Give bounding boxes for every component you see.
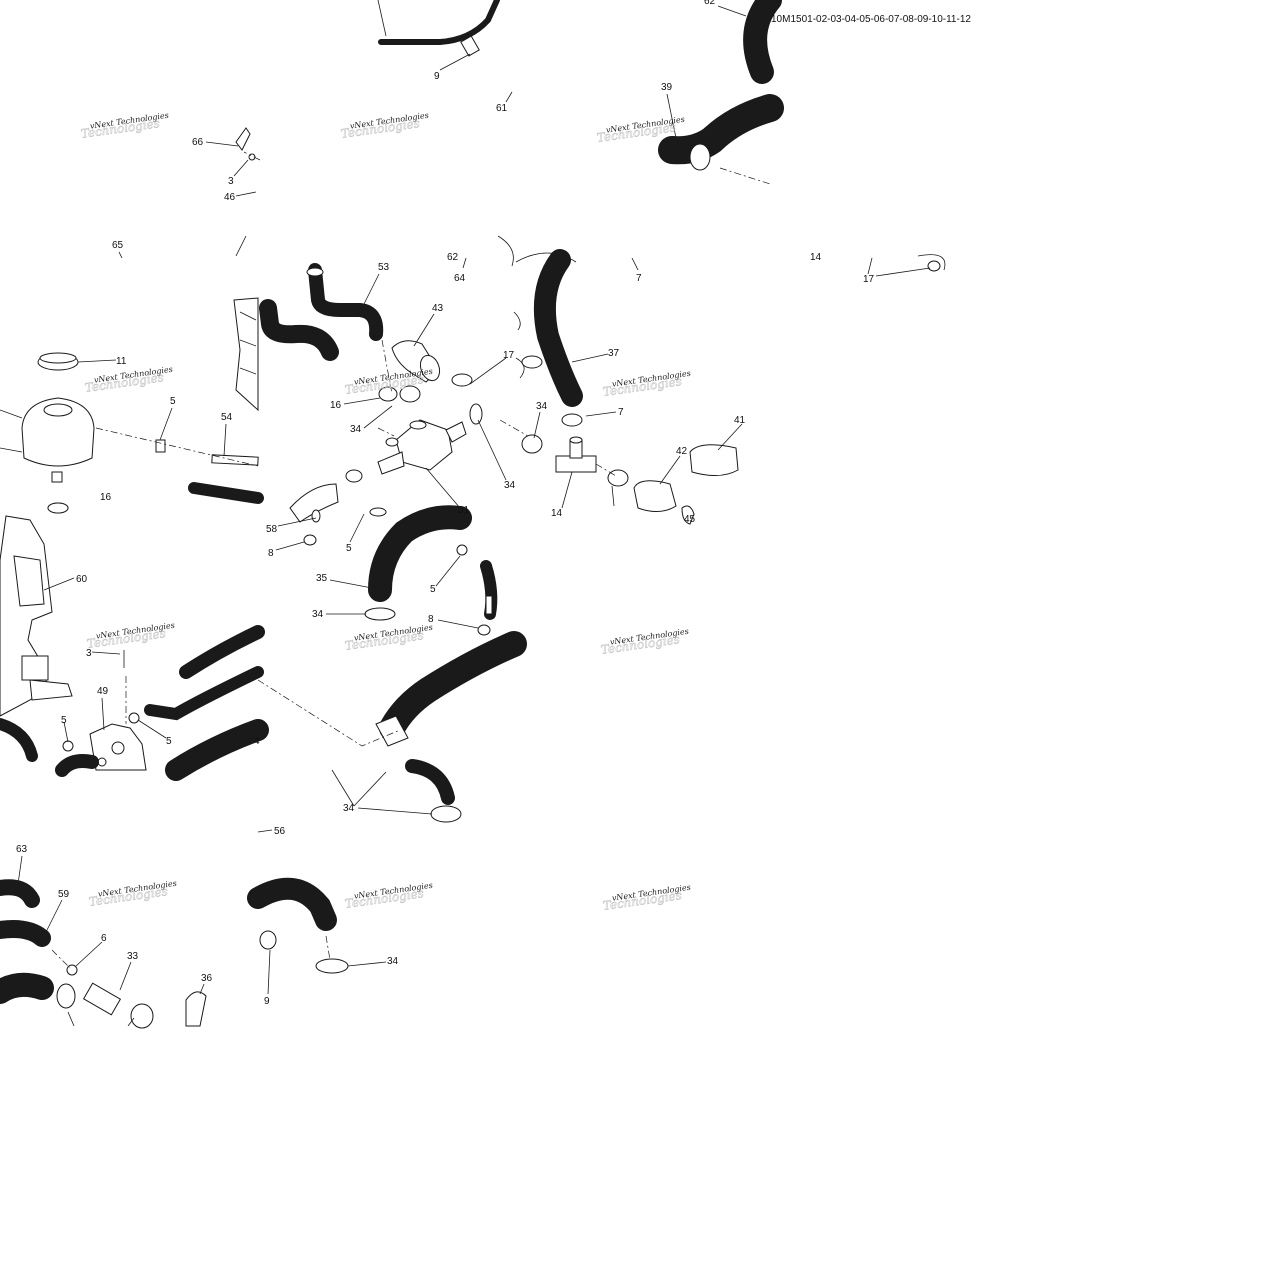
watermark: Technologies vNext Technologies — [600, 627, 690, 658]
callout-label: 36 — [201, 973, 213, 984]
watermark: Technologies vNext Technologies — [344, 623, 434, 654]
callout-label: 66 — [192, 137, 204, 148]
callout-label: 4 — [254, 736, 260, 747]
callout-label: 6 — [101, 933, 107, 944]
callout-label: 62 — [447, 252, 459, 263]
callout-label: 45 — [684, 514, 696, 525]
callout-label: 5 — [430, 584, 436, 595]
callout-label: 63 — [16, 844, 28, 855]
callout-label: 46 — [224, 192, 236, 203]
hose-53 — [306, 263, 384, 341]
corrugated-hose — [188, 482, 264, 504]
watermark: Technologies vNext Technologies — [602, 883, 692, 914]
hose-41-42 — [633, 444, 739, 525]
callout-label: 14 — [551, 508, 563, 519]
callout-label: 54 — [221, 412, 233, 423]
callout-label: 7 — [636, 273, 642, 284]
hose-39 — [658, 94, 784, 171]
hose-small-right — [480, 560, 498, 620]
callout-label: 3 — [228, 176, 234, 187]
watermark: Technologies vNext Technologies — [88, 879, 178, 910]
watermark: Technologies vNext Technologies — [86, 621, 176, 652]
clip-5-left — [155, 439, 166, 453]
callout-label: 35 — [316, 573, 328, 584]
callout-label: 9 — [434, 71, 440, 82]
callout-label: 34 — [312, 609, 324, 620]
callout-label: 31 — [458, 505, 470, 516]
callout-label: 37 — [608, 348, 620, 359]
callout-label: 65 — [112, 240, 124, 251]
hose-62-top — [743, 0, 782, 84]
hose-elbow-35 — [368, 505, 472, 602]
callout-label: 62 — [704, 0, 716, 7]
callout-label: 5 — [346, 543, 352, 554]
hose-37 — [533, 249, 583, 407]
callout-label: 17 — [863, 274, 875, 285]
bracket-panel — [233, 297, 259, 412]
expansion-tank — [0, 352, 95, 514]
watermark: Technologies vNext Technologies — [344, 881, 434, 912]
hose-s-left — [259, 299, 339, 361]
callout-label: 34 — [350, 424, 362, 435]
assembly-lines — [51, 151, 771, 969]
callout-label: 60 — [76, 574, 88, 585]
callout-label: 34 — [504, 480, 516, 491]
callout-label: 5 — [61, 715, 67, 726]
callout-label: 34 — [536, 401, 548, 412]
tee-fitting-14 — [555, 436, 597, 473]
callout-label: 34 — [343, 803, 355, 814]
callout-label: 17 — [503, 350, 515, 361]
callout-label: 3 — [86, 648, 92, 659]
callout-label: 9 — [264, 996, 270, 1007]
callout-label: 59 — [58, 889, 70, 900]
callout-label: 16 — [100, 492, 112, 503]
clip-66 — [235, 127, 256, 161]
watermark: Technologies vNext Technologies — [80, 111, 170, 142]
callout-label: 8 — [428, 614, 434, 625]
hose-mid-left — [144, 625, 269, 781]
elbow-43 — [391, 340, 441, 383]
engine-cover-60 — [0, 515, 73, 717]
callout-labels: 9 61 62 39 66 3 46 65 53 43 62 64 7 14 1… — [16, 0, 875, 1007]
callout-label: 14 — [810, 252, 822, 263]
hose-lower-center — [247, 877, 337, 931]
callout-label: 39 — [661, 82, 673, 93]
thermostat-housing — [377, 419, 467, 475]
callout-label: 16 — [330, 400, 342, 411]
callout-label: 42 — [676, 446, 688, 457]
watermark: Technologies vNext Technologies — [84, 365, 174, 396]
hose-54 — [211, 454, 259, 466]
callout-label: 64 — [454, 273, 466, 284]
hose-bottom-left — [0, 718, 99, 777]
callout-label: 33 — [127, 951, 139, 962]
callout-label: 43 — [432, 303, 444, 314]
reference-code: 10M1501-02-03-04-05-06-07-08-09-10-11-12 — [771, 14, 971, 25]
callout-label: 5 — [170, 396, 176, 407]
callout-label: 11 — [116, 356, 127, 367]
hose-group-lower-left — [0, 879, 207, 1027]
callout-label: 5 — [166, 736, 172, 747]
pump-49 — [89, 650, 147, 771]
callout-label: 49 — [97, 686, 109, 697]
watermark: Technologies vNext Technologies — [602, 369, 692, 400]
callout-label: 41 — [734, 415, 746, 426]
hose-top-left — [378, 0, 500, 57]
callout-label: 34 — [387, 956, 399, 967]
arc-lines — [235, 235, 946, 379]
long-hose-right — [375, 631, 527, 805]
callout-label: 8 — [268, 548, 274, 559]
hose-58 — [289, 483, 339, 523]
callout-label: 61 — [496, 103, 508, 114]
callout-label: 7 — [618, 407, 624, 418]
callout-label: 56 — [274, 826, 286, 837]
callout-label: 58 — [266, 524, 278, 535]
callout-label: 53 — [378, 262, 390, 273]
watermark: Technologies vNext Technologies — [340, 111, 430, 142]
leader-lines — [17, 0, 931, 1027]
